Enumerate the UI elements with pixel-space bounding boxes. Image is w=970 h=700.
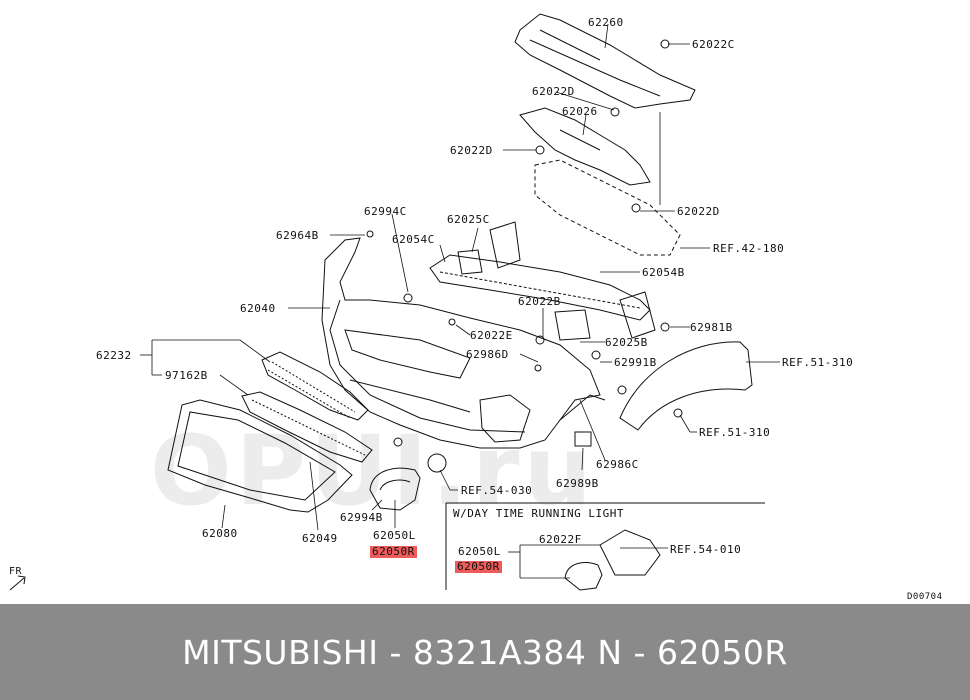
label-ref-42-180: REF.42-180 xyxy=(713,242,785,255)
label-97162B: 97162B xyxy=(165,369,208,382)
label-62050R-inset-highlight: 62050R xyxy=(455,560,502,573)
label-ref-54-030: REF.54-030 xyxy=(461,484,533,497)
inset-title: W/DAY TIME RUNNING LIGHT xyxy=(453,507,624,520)
label-62022D-a: 62022D xyxy=(532,85,575,98)
diagram-code: D00704 xyxy=(907,592,943,602)
label-ref-54-010: REF.54-010 xyxy=(670,543,742,556)
upper-grille-part xyxy=(261,351,369,421)
label-62022C: 62022C xyxy=(692,38,735,51)
label-62022B: 62022B xyxy=(518,295,561,308)
label-62232: 62232 xyxy=(96,349,132,362)
label-62022D-c: 62022D xyxy=(677,205,720,218)
label-ref-51-310-b: REF.51-310 xyxy=(699,426,771,439)
fr-label: FR xyxy=(9,566,23,577)
bracket-part xyxy=(519,107,651,186)
label-62050L: 62050L xyxy=(373,529,416,542)
label-62025B: 62025B xyxy=(605,336,648,349)
label-62022F: 62022F xyxy=(539,533,582,546)
label-62049: 62049 xyxy=(302,532,338,545)
label-62991B: 62991B xyxy=(614,356,657,369)
fog-lamp-cover-part xyxy=(369,453,447,511)
reinforcement-part xyxy=(429,221,656,341)
label-62986D: 62986D xyxy=(466,348,509,361)
part-number-title: MITSUBISHI - 8321A384 N - 62050R xyxy=(182,632,788,672)
label-62054B: 62054B xyxy=(642,266,685,279)
parts-diagram xyxy=(9,13,780,591)
label-62040: 62040 xyxy=(240,302,276,315)
body-panel-ref xyxy=(534,159,681,256)
leader-lines xyxy=(140,23,780,579)
inset-lamp-part xyxy=(564,529,661,591)
label-ref-51-310-a: REF.51-310 xyxy=(782,356,854,369)
upper-shield-part xyxy=(514,13,696,109)
label-62050L-inset: 62050L xyxy=(458,545,501,558)
label-62260: 62260 xyxy=(588,16,624,29)
label-62981B: 62981B xyxy=(690,321,733,334)
label-62025C: 62025C xyxy=(447,213,490,226)
inset-border xyxy=(445,502,765,590)
fasteners xyxy=(366,39,683,447)
label-62080: 62080 xyxy=(202,527,238,540)
label-62022E: 62022E xyxy=(470,329,513,342)
front-arrow-icon xyxy=(9,575,26,591)
watermark: OPUI.ru xyxy=(150,415,596,527)
label-62054C: 62054C xyxy=(392,233,435,246)
label-62050R-highlight: 62050R xyxy=(370,545,417,558)
label-62022D-b: 62022D xyxy=(450,144,493,157)
label-62989B: 62989B xyxy=(556,477,599,490)
label-62986C: 62986C xyxy=(596,458,639,471)
label-62026: 62026 xyxy=(562,105,598,118)
footer-bar: MITSUBISHI - 8321A384 N - 62050R xyxy=(0,604,970,700)
bumper-part xyxy=(321,237,606,449)
fender-liner-ref xyxy=(619,341,753,431)
label-62964B: 62964B xyxy=(276,229,319,242)
label-62994C: 62994C xyxy=(364,205,407,218)
grille-frame-part xyxy=(167,399,353,513)
label-62994B: 62994B xyxy=(340,511,383,524)
lower-grille-part xyxy=(241,391,373,463)
